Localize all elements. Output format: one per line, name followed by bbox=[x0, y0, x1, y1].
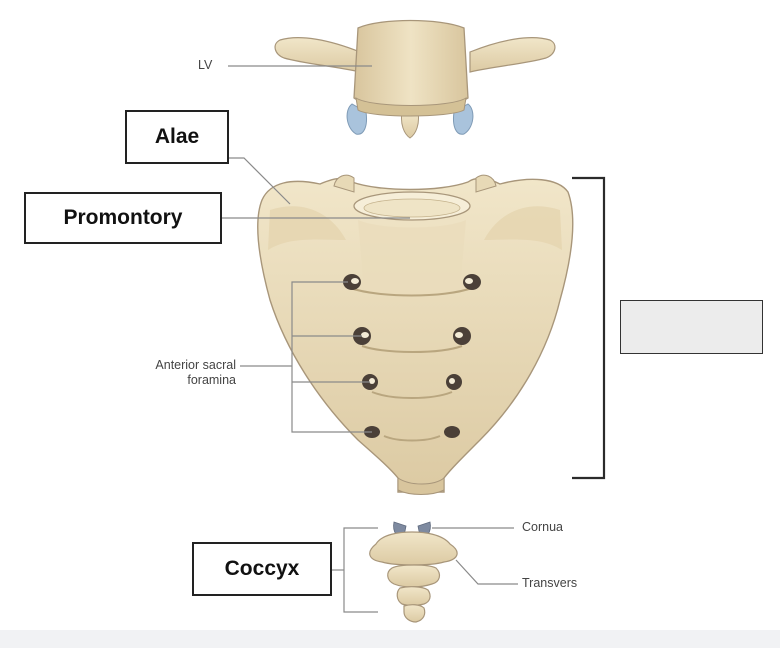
foramen-right-4 bbox=[444, 426, 460, 438]
coccyx-bracket bbox=[343, 527, 378, 613]
foramina-label-line-1: Anterior sacral bbox=[155, 358, 236, 372]
sacrum-bracket bbox=[572, 176, 606, 480]
anterior-sacral-foramina-label: Anterior sacral foramina bbox=[120, 358, 236, 388]
coccyx-segment-3 bbox=[396, 586, 431, 607]
coccyx-bone bbox=[369, 521, 458, 623]
lv-vertebral-body bbox=[353, 19, 469, 108]
promontory-label-box[interactable]: Promontory bbox=[24, 192, 222, 244]
coccyx-segment-2 bbox=[387, 564, 441, 588]
lv-right-transverse-process bbox=[469, 37, 556, 73]
alae-label-box[interactable]: Alae bbox=[125, 110, 229, 164]
alae-leader-line bbox=[228, 157, 291, 205]
lv-label: LV bbox=[198, 58, 213, 72]
lv-left-transverse-process bbox=[274, 37, 361, 73]
coccyx-label-box[interactable]: Coccyx bbox=[192, 542, 332, 596]
bottom-band bbox=[0, 630, 780, 648]
coccyx-segment-4 bbox=[403, 604, 426, 623]
transverse-label: Transvers bbox=[522, 576, 578, 590]
lumbar-vertebra bbox=[274, 19, 556, 139]
transverse-leader-line bbox=[455, 559, 518, 585]
foramina-label-line-2: foramina bbox=[187, 373, 236, 387]
cornua-label: Cornua bbox=[522, 520, 563, 534]
sacrum-label-box[interactable] bbox=[620, 300, 763, 354]
coccyx-segment-1 bbox=[369, 531, 458, 566]
sacrum-outline bbox=[257, 177, 574, 493]
lv-spinous-process bbox=[401, 111, 419, 139]
sacrum bbox=[257, 174, 574, 495]
foramina-bracket bbox=[291, 281, 372, 433]
leader-lines bbox=[222, 65, 518, 613]
